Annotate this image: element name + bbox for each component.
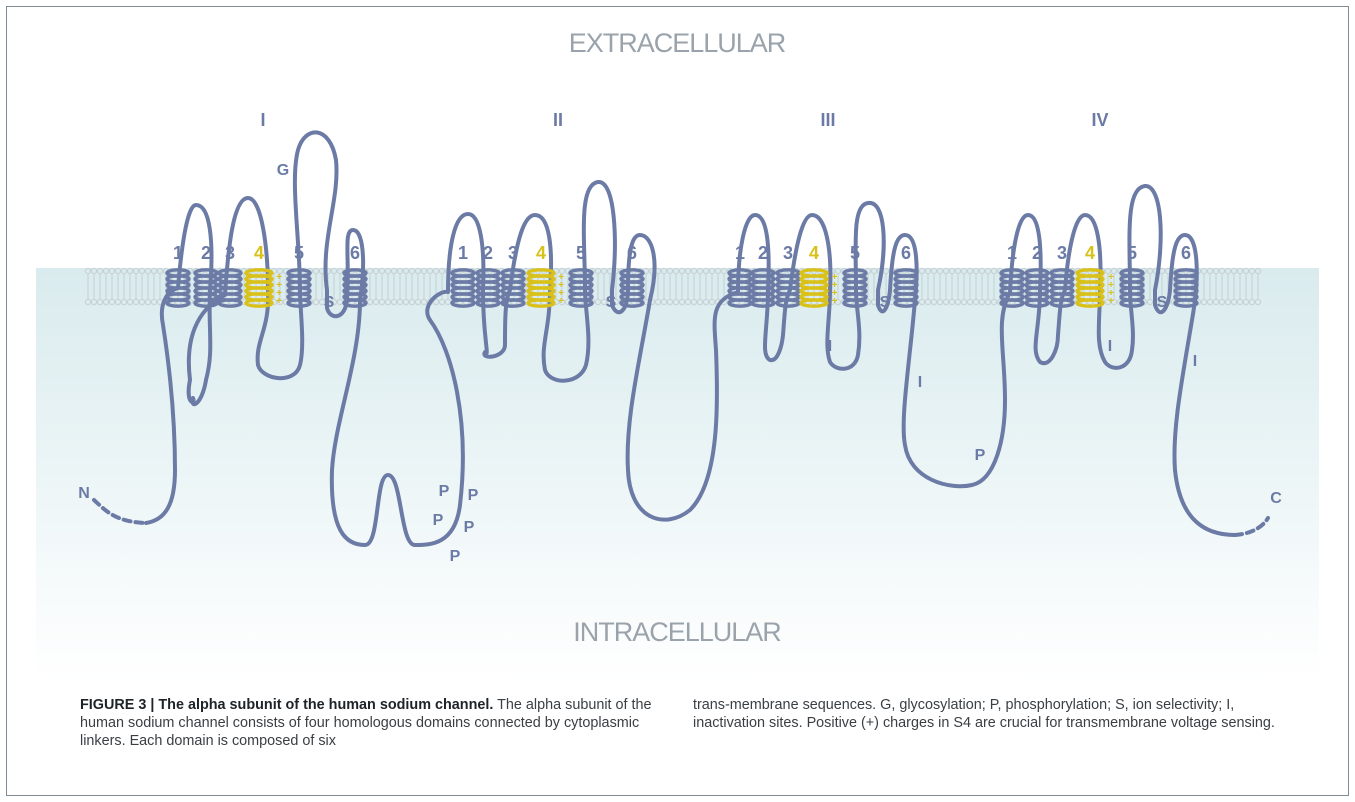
caption-title: FIGURE 3 | The alpha subunit of the huma… — [80, 697, 493, 713]
positive-charge: + — [558, 296, 564, 307]
phosphorylation-site-label: P — [468, 487, 479, 504]
selectivity-site-label: S — [324, 294, 335, 311]
intracellular-label: INTRACELLULAR — [573, 617, 781, 647]
segment-number: 6 — [350, 243, 360, 263]
segment-number: 3 — [1057, 243, 1067, 263]
domain-numeral: IV — [1091, 110, 1108, 130]
phosphorylation-site-label: P — [464, 519, 475, 536]
segment-number: 5 — [1127, 243, 1137, 263]
segment-number: 3 — [508, 243, 518, 263]
inactivation-site-label: I — [828, 338, 832, 355]
segment-number: 1 — [1007, 243, 1017, 263]
phosphorylation-site-label: P — [433, 512, 444, 529]
segment-number: 6 — [627, 243, 637, 263]
segment-number: 2 — [758, 243, 768, 263]
selectivity-site-label: S — [880, 294, 891, 311]
segment-number: 5 — [850, 243, 860, 263]
selectivity-site-label: S — [606, 294, 617, 311]
selectivity-site-label: S — [1157, 294, 1168, 311]
segment-number: 5 — [576, 243, 586, 263]
c-terminus-label: C — [1270, 490, 1282, 507]
phosphorylation-site-label: P — [450, 548, 461, 565]
glycosylation-site-label: G — [277, 162, 289, 179]
inactivation-site-label: I — [1108, 338, 1112, 355]
segment-number: 5 — [294, 243, 304, 263]
phosphorylation-site-label: P — [439, 483, 450, 500]
caption-column-left: FIGURE 3 | The alpha subunit of the huma… — [80, 696, 665, 750]
segment-number: 3 — [225, 243, 235, 263]
positive-charge: + — [832, 296, 838, 307]
figure-caption: FIGURE 3 | The alpha subunit of the huma… — [80, 694, 1280, 794]
segment-number: 2 — [483, 243, 493, 263]
segment-number: 6 — [1181, 243, 1191, 263]
positive-charge: + — [1108, 296, 1114, 307]
segment-number: 6 — [901, 243, 911, 263]
segment-number: 1 — [735, 243, 745, 263]
caption-column-right: trans-membrane sequences. G, glycosylati… — [693, 696, 1278, 732]
domain-numeral: II — [553, 110, 563, 130]
segment-number: 3 — [783, 243, 793, 263]
inactivation-site-label: I — [1193, 353, 1197, 370]
segment-number: 1 — [458, 243, 468, 263]
segment-number: 2 — [201, 243, 211, 263]
domain-numeral: I — [260, 110, 265, 130]
inactivation-site-label: I — [918, 374, 922, 391]
segment-number: 1 — [173, 243, 183, 263]
extracellular-label: EXTRACELLULAR — [569, 28, 786, 58]
segment-number: 2 — [1032, 243, 1042, 263]
segment-4-number: 4 — [809, 243, 819, 263]
sodium-channel-diagram: EXTRACELLULAR INTRACELLULAR I123456++++S… — [0, 0, 1355, 690]
domain-numeral: III — [820, 110, 835, 130]
phosphorylation-site-label: P — [975, 447, 986, 464]
segment-4-number: 4 — [1085, 243, 1095, 263]
positive-charge: + — [276, 296, 282, 307]
segment-4-number: 4 — [254, 243, 264, 263]
n-terminus-label: N — [78, 485, 90, 502]
segment-4-number: 4 — [536, 243, 546, 263]
